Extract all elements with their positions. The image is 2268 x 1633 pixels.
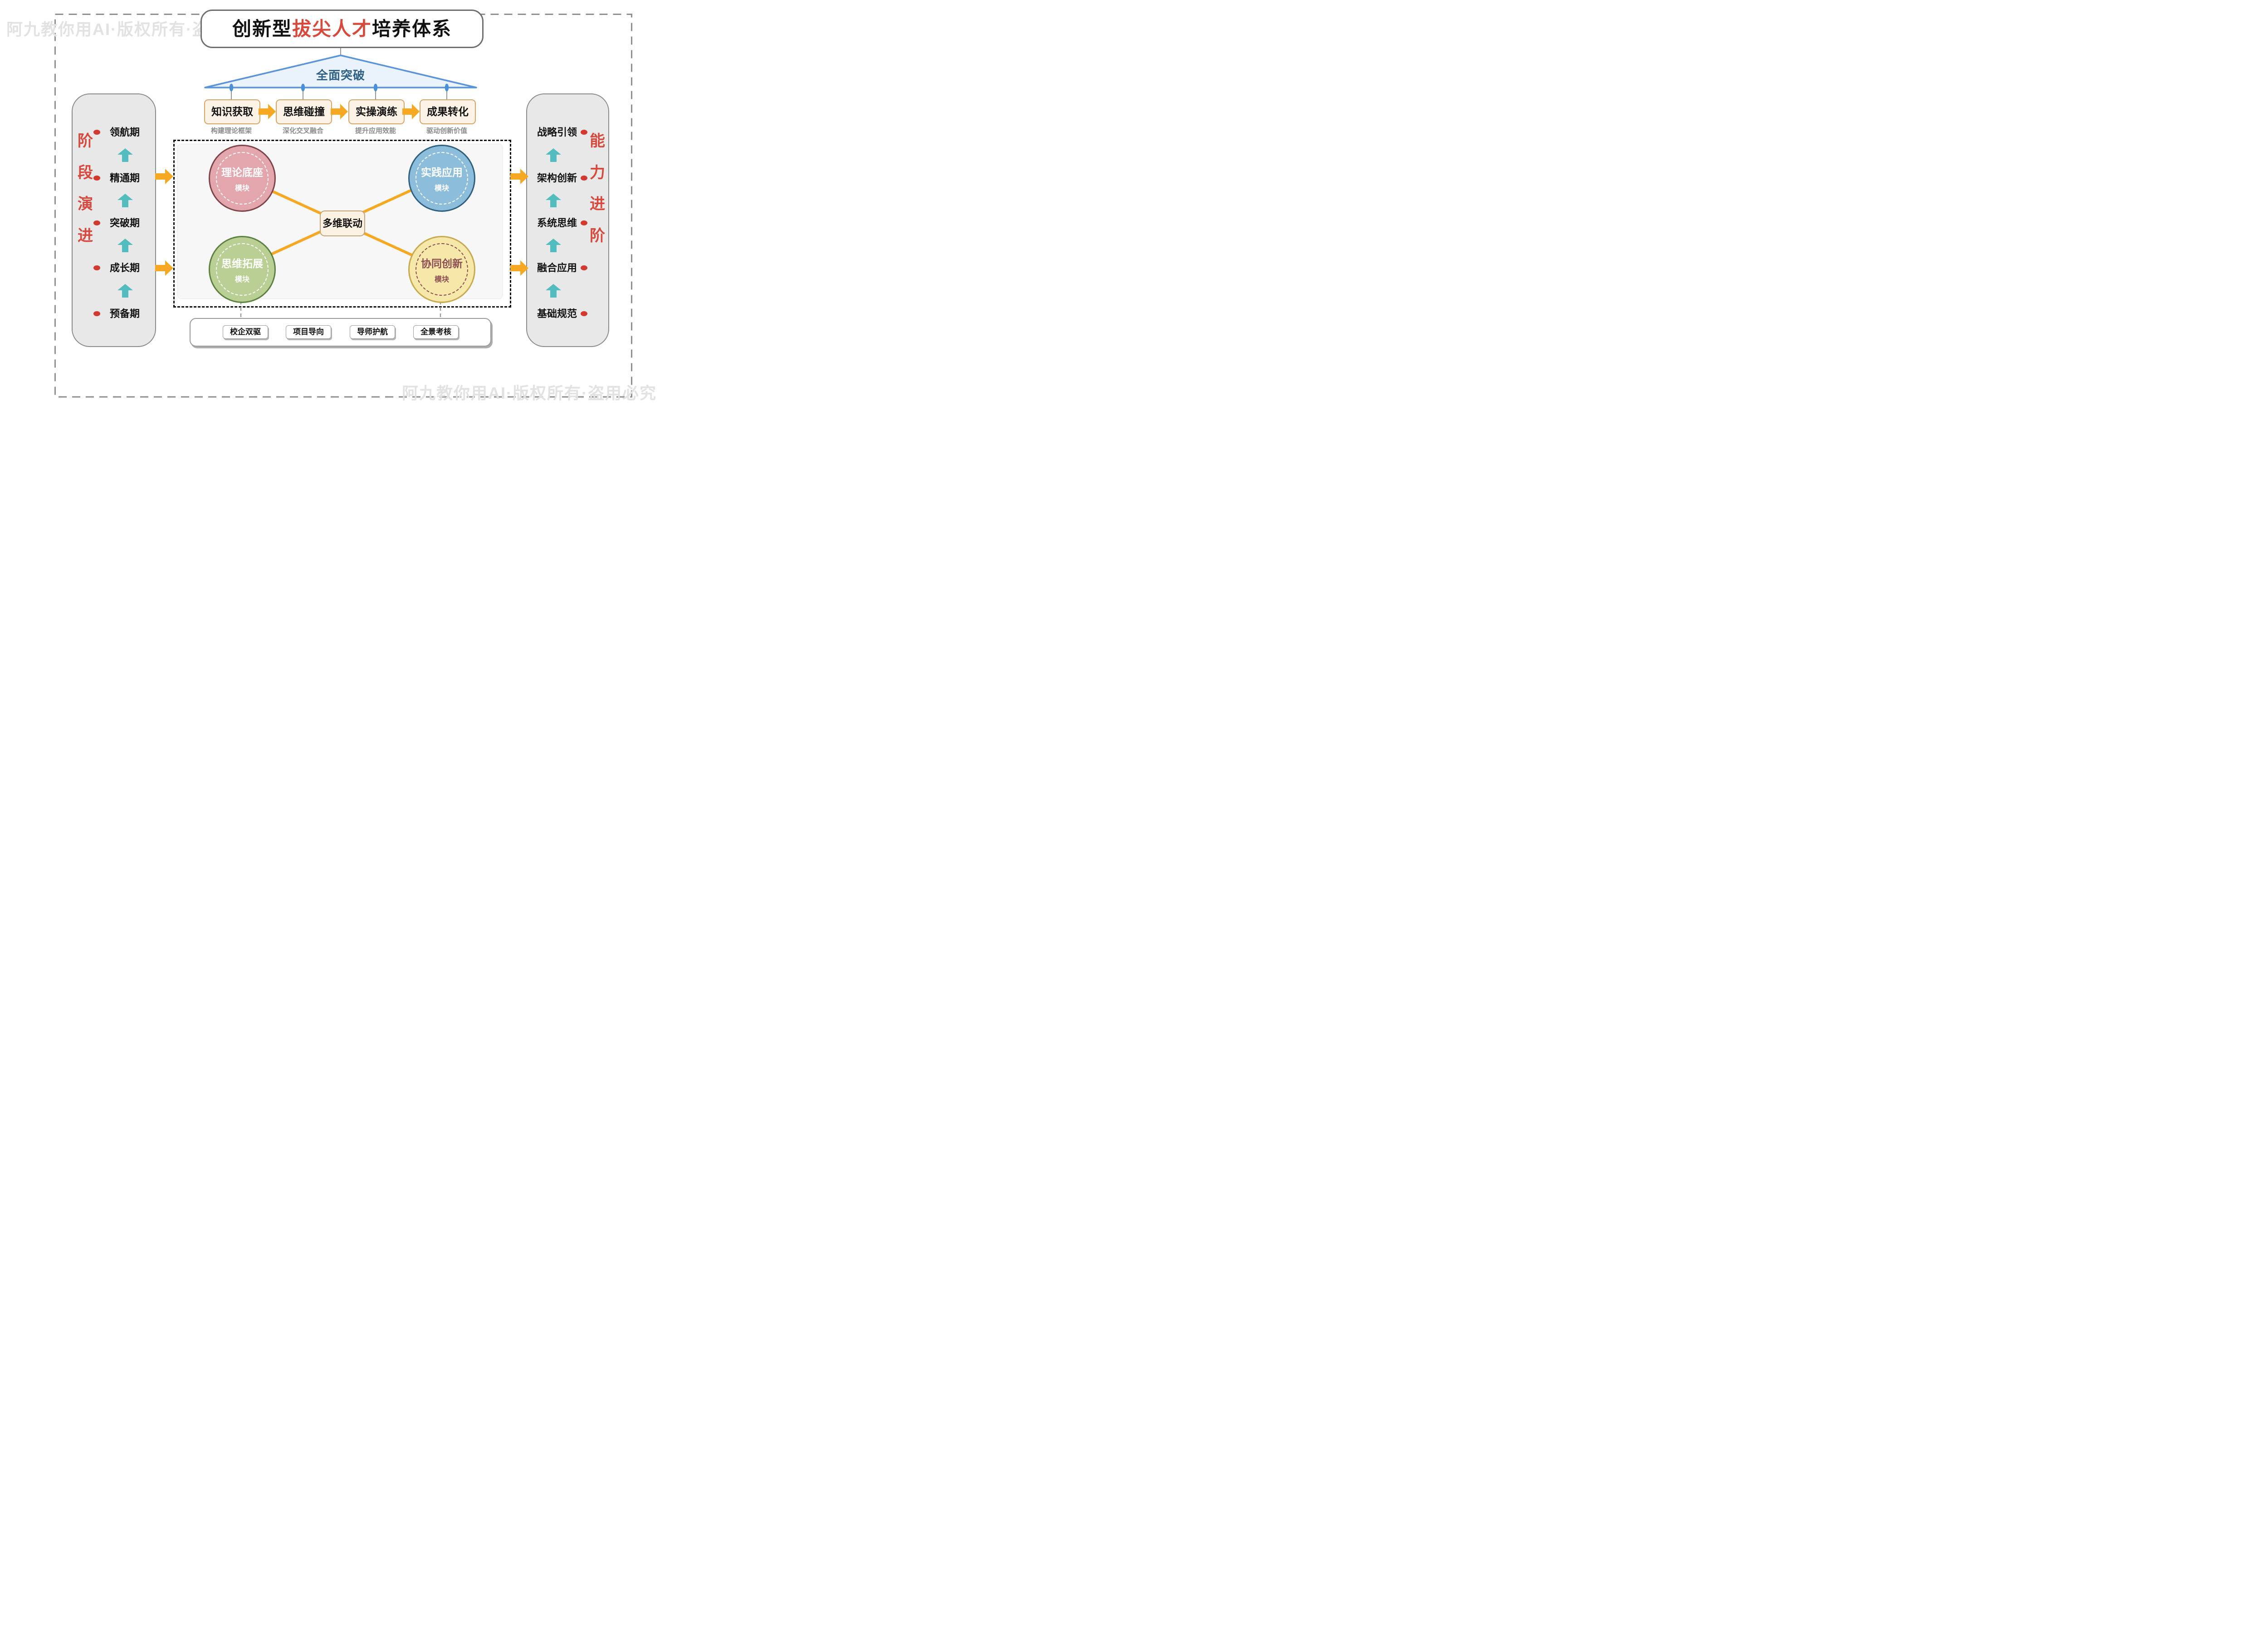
bullet-dot-icon	[581, 311, 587, 316]
up-arrow-icon	[546, 239, 561, 252]
module-tag: 模块	[434, 276, 449, 284]
module-tag: 模块	[235, 185, 249, 192]
module-name: 思维拓展	[221, 258, 263, 269]
ability-panel-vertical-char: 阶	[590, 227, 605, 244]
connector-dot-icon	[229, 83, 234, 92]
stage-item: 领航期	[109, 127, 140, 138]
footer-chip: 导师护航	[350, 325, 395, 339]
module-name: 协同创新	[421, 258, 463, 269]
pyramid-shape	[204, 54, 477, 88]
bullet-dot-icon	[581, 220, 587, 225]
right-arrow-icon	[510, 260, 528, 276]
module-name: 理论底座	[221, 166, 263, 178]
process-step-2: 思维碰撞	[276, 99, 332, 124]
connector-dot-icon	[445, 83, 449, 92]
module-tag: 模块	[434, 185, 449, 192]
ability-item: 架构创新	[537, 172, 577, 184]
module-inner-dashed-ring: 协同创新 模块	[415, 243, 468, 296]
right-arrow-icon	[155, 169, 173, 184]
bullet-dot-icon	[93, 311, 100, 316]
flow-arrow-icon	[402, 104, 420, 119]
stage-item: 突破期	[109, 217, 140, 229]
stage-panel	[72, 93, 156, 347]
process-step-1-caption: 构建理论框架	[210, 127, 252, 135]
up-arrow-icon	[546, 284, 561, 298]
bullet-dot-icon	[93, 176, 100, 181]
module-name: 实践应用	[421, 166, 463, 178]
ability-item: 融合应用	[537, 262, 577, 274]
module-circle-thinking: 思维拓展 模块	[209, 236, 276, 303]
up-arrow-icon	[117, 239, 133, 252]
flow-arrow-icon	[331, 104, 348, 119]
module-tag: 模块	[235, 276, 249, 284]
bullet-dot-icon	[581, 130, 587, 135]
bullet-dot-icon	[581, 176, 587, 181]
up-arrow-icon	[546, 148, 561, 162]
connector-dot-icon	[301, 83, 305, 92]
stage-panel-vertical-char: 段	[78, 164, 93, 181]
ability-item: 系统思维	[537, 217, 577, 229]
page-title: 创新型拔尖人才培养体系	[200, 10, 484, 48]
module-inner-dashed-ring: 理论底座 模块	[216, 152, 269, 205]
process-step-3: 实操演练	[348, 99, 405, 124]
bullet-dot-icon	[93, 220, 100, 225]
process-step-3-caption: 提升应用效能	[355, 127, 396, 135]
footer-chip: 全景考核	[413, 325, 459, 339]
process-step-4-caption: 驱动创新价值	[426, 127, 467, 135]
stage-panel-vertical-char: 演	[78, 196, 93, 213]
connector-dot-icon	[373, 83, 378, 92]
stage-panel-vertical-char: 进	[78, 227, 93, 244]
pyramid-label: 全面突破	[316, 68, 365, 82]
up-arrow-icon	[546, 194, 561, 207]
stage-item: 成长期	[109, 262, 140, 274]
ability-panel-vertical-char: 进	[590, 196, 605, 213]
footer-chip: 校企双驱	[223, 325, 268, 339]
ability-item: 战略引领	[537, 127, 577, 138]
process-step-2-caption: 深化交叉融合	[282, 127, 323, 135]
right-arrow-icon	[510, 169, 528, 184]
connector-overlay	[54, 14, 632, 398]
ability-item: 基础规范	[537, 308, 577, 319]
bullet-dot-icon	[93, 265, 100, 270]
stage-item: 预备期	[109, 308, 140, 319]
bullet-dot-icon	[93, 130, 100, 135]
flow-arrow-icon	[259, 104, 276, 119]
stage-panel-vertical-char: 阶	[78, 132, 93, 150]
right-arrow-icon	[155, 260, 173, 276]
ability-panel-vertical-char: 力	[590, 164, 605, 181]
module-inner-dashed-ring: 实践应用 模块	[415, 152, 468, 205]
title-suffix: 培养体系	[372, 18, 452, 39]
bullet-dot-icon	[581, 265, 587, 270]
module-circle-collaboration: 协同创新 模块	[408, 236, 475, 303]
title-highlight: 拔尖人才	[292, 18, 372, 39]
module-circle-theory: 理论底座 模块	[209, 145, 276, 212]
stage-item: 精通期	[109, 172, 140, 184]
watermark-bottom-right: 阿九教你用AI·版权所有·盗用必究	[402, 384, 657, 402]
training-system-diagram: 阿九教你用AI·版权所有·盗用必究 阿九教你用AI·版权所有·盗用必究 创新型拔…	[0, 0, 680, 408]
up-arrow-icon	[117, 148, 133, 162]
up-arrow-icon	[117, 194, 133, 207]
ability-panel-vertical-char: 能	[590, 132, 605, 150]
process-step-4: 成果转化	[420, 99, 476, 124]
module-circle-practice: 实践应用 模块	[408, 145, 475, 212]
title-prefix: 创新型	[232, 18, 292, 39]
module-inner-dashed-ring: 思维拓展 模块	[216, 243, 269, 296]
up-arrow-icon	[117, 284, 133, 298]
process-step-1: 知识获取	[204, 99, 260, 124]
footer-chip: 项目导向	[286, 325, 331, 339]
hub-box: 多维联动	[320, 210, 365, 236]
ability-panel	[526, 93, 609, 347]
